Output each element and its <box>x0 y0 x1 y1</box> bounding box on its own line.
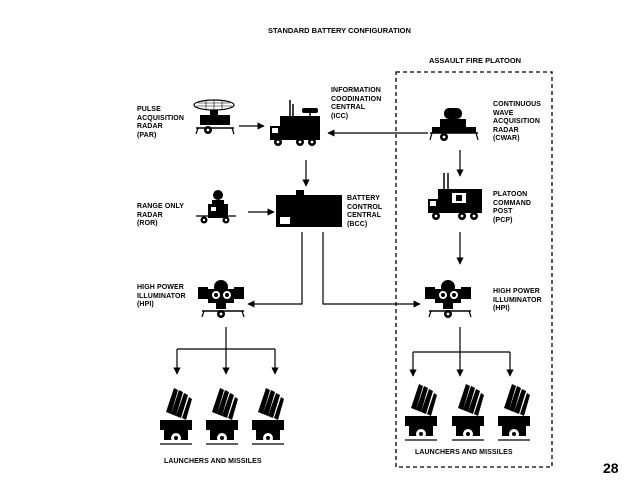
hpi-left-label-line: HIGH POWER <box>137 284 184 291</box>
bcc-label-line: CONTROL <box>347 203 383 211</box>
pcp-label-line: PLATOON <box>493 191 528 198</box>
illuminator-radar-icon <box>197 279 245 319</box>
missile-launcher-icon <box>404 383 438 441</box>
range-only-radar-icon <box>195 189 237 225</box>
pcp-label-line: COMMAND <box>493 199 532 207</box>
icc-label-line: CENTRAL <box>331 104 366 112</box>
ror-label: RANGE ONLY RADAR (ROR) <box>137 203 184 229</box>
assault-fire-platoon-boundary <box>395 71 553 468</box>
missile-launcher-icon <box>451 383 485 441</box>
illuminator-radar-icon <box>424 279 472 319</box>
cwar-label: CONTINUOUS WAVE ACQUISITION RADAR (CWAR) <box>493 101 541 144</box>
bcc-label-line: BATTERY <box>347 195 380 202</box>
hpi-left-label: HIGH POWER ILLUMINATOR (HPI) <box>137 284 186 310</box>
pcp-label-line: (PCP) <box>493 216 513 224</box>
bcc-label: BATTERY CONTROL CENTRAL (BCC) <box>347 195 382 229</box>
ror-label-line: (ROR) <box>137 220 158 228</box>
page-number: 28 <box>603 460 619 476</box>
arrow-bcc-to-right-hpi <box>322 232 421 308</box>
ror-label-line: RANGE ONLY <box>137 203 185 210</box>
pcp-label-line: POST <box>493 208 513 216</box>
hpi-left-label-line: ILLUMINATOR <box>137 292 186 300</box>
par-label: PULSE ACQUISITION RADAR (PAR) <box>137 106 184 140</box>
cwar-label-line: WAVE <box>493 109 514 117</box>
hpi-right-label-line: (HPI) <box>493 305 510 313</box>
hpi-right-label-line: HIGH POWER <box>493 288 540 295</box>
pcp-label: PLATOON COMMAND POST (PCP) <box>493 191 531 225</box>
cwar-label-line: RADAR <box>493 126 519 134</box>
cwar-label-line: CONTINUOUS <box>493 101 542 108</box>
icc-label-line: (ICC) <box>331 112 349 120</box>
launchers-right-label: LAUNCHERS AND MISSILES <box>415 449 513 456</box>
par-label-line: RADAR <box>137 123 163 131</box>
par-label-line: (PAR) <box>137 131 157 139</box>
icc-label-line: COODINATION <box>331 95 382 103</box>
pulse-acquisition-radar-icon <box>193 99 235 135</box>
bcc-label-line: (BCC) <box>347 220 368 228</box>
missile-launcher-icon <box>497 383 531 441</box>
battery-control-central-icon <box>276 190 342 227</box>
platoon-command-post-icon <box>427 172 483 221</box>
cwar-label-line: (CWAR) <box>493 135 520 143</box>
hpi-left-label-line: (HPI) <box>137 301 154 309</box>
missile-launcher-icon <box>205 387 239 445</box>
par-label-line: PULSE <box>137 106 161 113</box>
continuous-wave-radar-icon <box>429 107 479 142</box>
icc-label: INFORMATION COODINATION CENTRAL (ICC) <box>331 87 381 121</box>
missile-launcher-icon <box>251 387 285 445</box>
hpi-right-label: HIGH POWER ILLUMINATOR (HPI) <box>493 288 542 314</box>
information-coordination-central-icon <box>269 99 321 147</box>
bcc-label-line: CENTRAL <box>347 212 382 220</box>
arrow-bcc-to-left-hpi <box>247 232 303 308</box>
hpi-right-label-line: ILLUMINATOR <box>493 296 542 304</box>
ror-label-line: RADAR <box>137 211 163 219</box>
missile-launcher-icon <box>159 387 193 445</box>
launchers-left-label: LAUNCHERS AND MISSILES <box>164 458 262 465</box>
icc-label-line: INFORMATION <box>331 87 381 94</box>
platoon-title: ASSAULT FIRE PLATOON <box>429 56 522 65</box>
par-label-line: ACQUISITION <box>137 114 184 122</box>
cwar-label-line: ACQUISITION <box>493 118 540 126</box>
diagram-title: STANDARD BATTERY CONFIGURATION <box>268 26 411 35</box>
